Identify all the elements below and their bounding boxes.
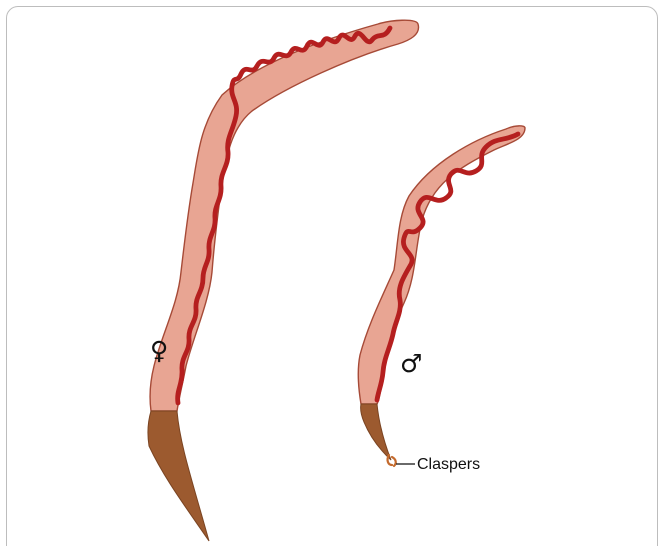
- claspers-label: Claspers: [417, 456, 480, 474]
- female-worm: [148, 20, 419, 541]
- female-label: ♀: [150, 338, 168, 363]
- male-label: ♂: [400, 351, 422, 376]
- female-worm-tail: [148, 411, 209, 541]
- male-claspers: [388, 455, 396, 466]
- male-worm: [358, 126, 525, 466]
- male-worm-tail: [361, 404, 391, 460]
